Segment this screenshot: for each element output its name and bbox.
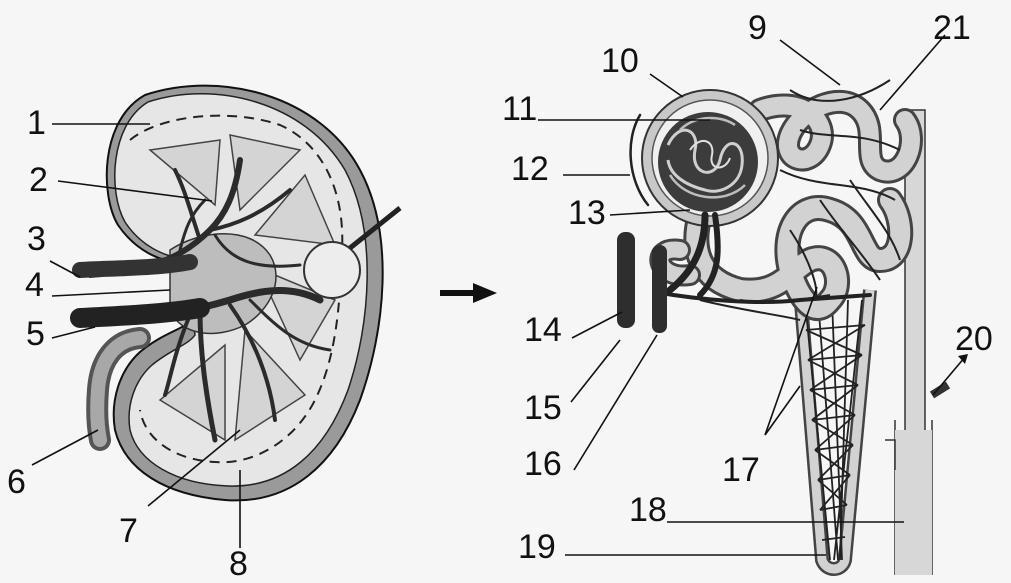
arrow-right-icon — [440, 283, 497, 303]
arrow-20 — [933, 354, 968, 395]
label-9: 9 — [748, 11, 767, 45]
label-13: 13 — [568, 196, 606, 230]
label-14: 14 — [524, 313, 562, 347]
label-18: 18 — [629, 493, 667, 527]
label-8: 8 — [229, 547, 248, 581]
label-5: 5 — [26, 317, 45, 351]
label-17: 17 — [722, 453, 760, 487]
label-2: 2 — [29, 163, 48, 197]
label-19: 19 — [518, 530, 556, 564]
renal-artery — [80, 262, 190, 270]
label-16: 16 — [524, 447, 562, 481]
label-3: 3 — [27, 222, 46, 256]
label-10: 10 — [601, 44, 639, 78]
magnified-region-circle — [304, 242, 360, 298]
label-12: 12 — [511, 152, 549, 186]
label-1: 1 — [27, 106, 46, 140]
interlobular-artery — [652, 245, 667, 333]
renal-vein — [80, 308, 200, 318]
kidney-section — [80, 86, 400, 501]
label-20: 20 — [955, 322, 993, 356]
label-4: 4 — [25, 268, 44, 302]
label-7: 7 — [119, 514, 138, 548]
label-21: 21 — [933, 11, 971, 45]
glomerulus — [658, 112, 758, 212]
label-6: 6 — [7, 465, 26, 499]
label-15: 15 — [524, 391, 562, 425]
label-11: 11 — [502, 92, 537, 126]
